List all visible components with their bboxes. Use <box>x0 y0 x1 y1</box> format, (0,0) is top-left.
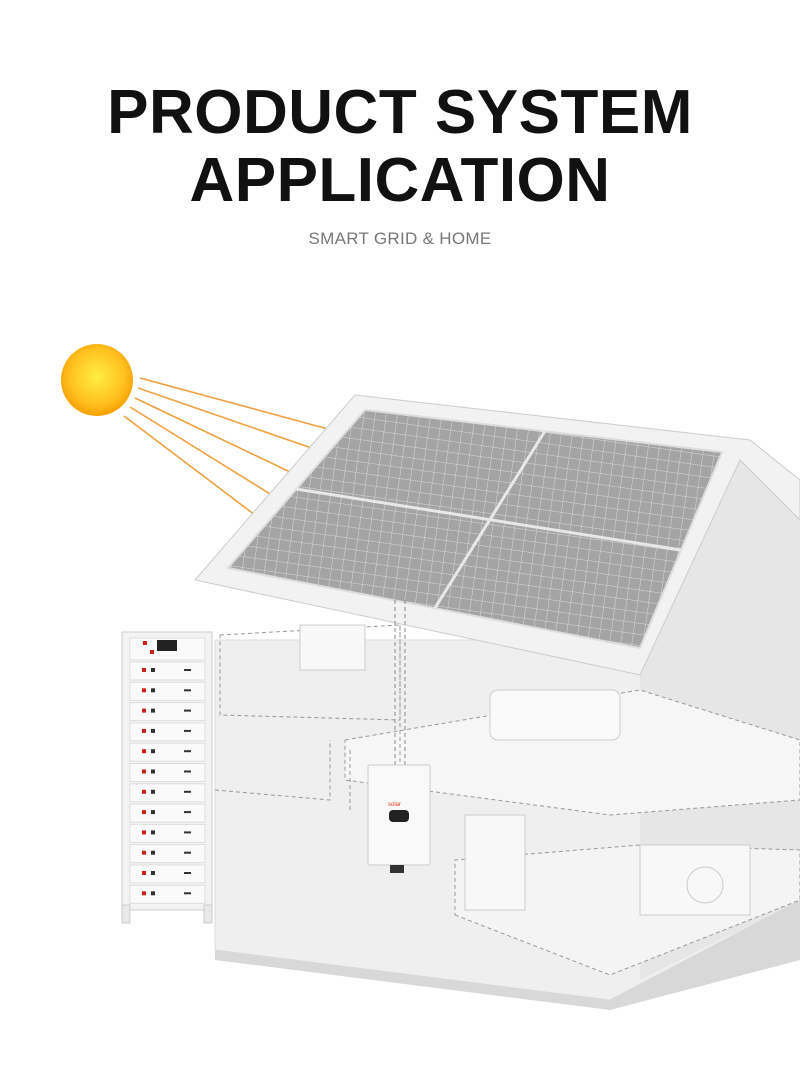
battery-module <box>129 864 206 884</box>
battery-module <box>129 742 206 762</box>
battery-module <box>129 763 206 782</box>
battery-module <box>129 722 206 742</box>
house <box>214 439 800 1010</box>
page-title-line-1: PRODUCT SYSTEM <box>107 78 693 147</box>
inverter-logo: solar <box>388 802 401 808</box>
inverter-display <box>389 810 409 822</box>
inverter: solar <box>367 764 431 873</box>
battery-module <box>129 783 206 803</box>
battery-module <box>129 661 206 681</box>
battery-module <box>129 702 206 722</box>
battery-module <box>129 823 206 843</box>
battery-stack <box>121 631 213 924</box>
sun-icon <box>61 344 133 416</box>
battery-module <box>129 681 206 701</box>
page-title-line-2: APPLICATION <box>189 146 611 215</box>
battery-module <box>129 884 206 904</box>
solar-panel-array <box>226 408 724 650</box>
page-subtitle: SMART GRID & HOME <box>308 229 492 248</box>
roof <box>194 394 800 770</box>
battery-display <box>157 640 177 651</box>
battery-module <box>129 844 206 864</box>
battery-module <box>129 803 206 823</box>
